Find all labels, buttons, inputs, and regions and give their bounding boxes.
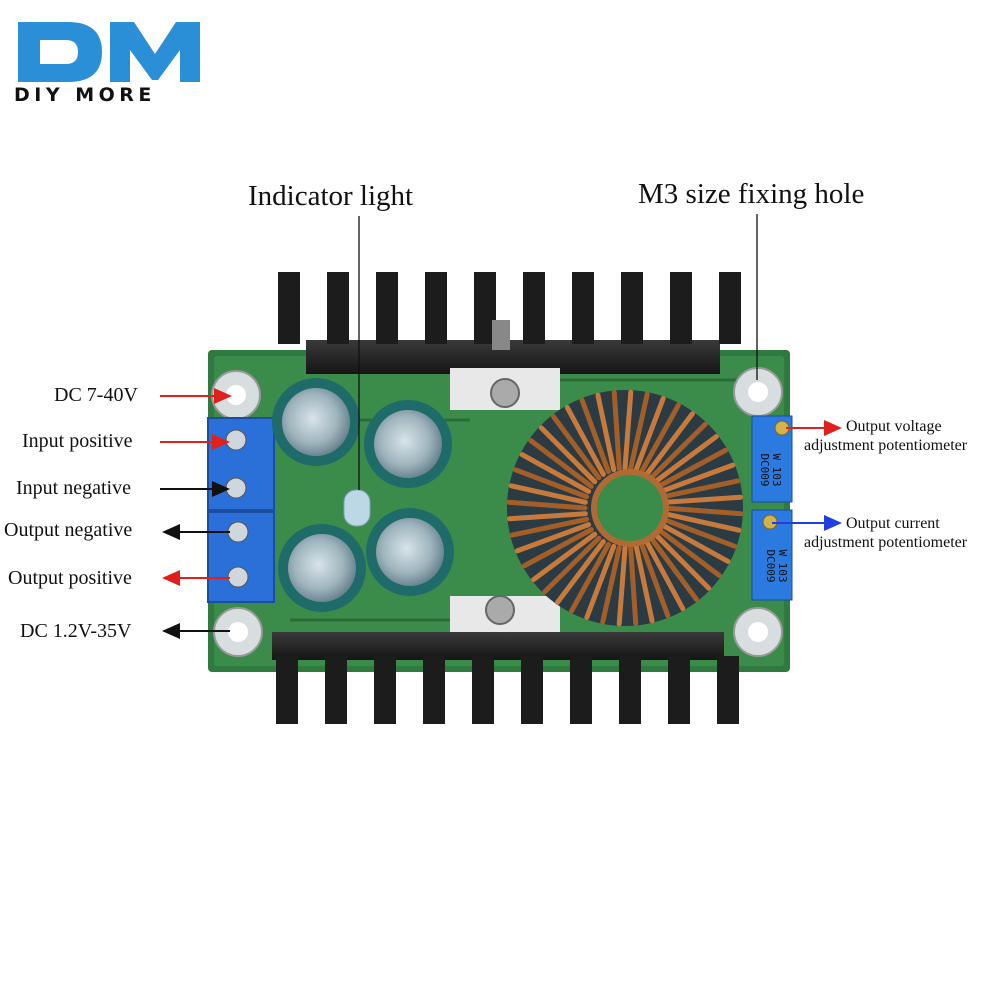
label-current-pot-line2: adjustment potentiometer <box>804 534 968 551</box>
heat-sink-fin <box>670 272 692 344</box>
coil-turn <box>584 543 617 621</box>
pot-marking-voltage-2: DC009 <box>758 453 771 486</box>
coil-turn <box>579 397 611 475</box>
coil-turn <box>633 395 666 473</box>
label-voltage-pot-line2: adjustment potentiometer <box>804 437 968 454</box>
leader-lines <box>160 214 842 639</box>
coil-turn <box>662 494 744 505</box>
pot-marking-current-2: DC009 <box>764 549 777 582</box>
potentiometer-current: W 103 DC009 <box>751 509 793 601</box>
brand-name: DIY MORE <box>14 84 156 106</box>
coil-turn <box>622 389 634 471</box>
coil-turn <box>506 511 588 522</box>
heat-sink-fin <box>472 656 494 724</box>
coil-turn <box>554 539 606 605</box>
label-dc-out: DC 1.2V-35V <box>20 620 132 642</box>
label-input-positive: Input positive <box>22 430 133 452</box>
heat-sink-fin <box>523 272 545 344</box>
coil-turn <box>538 425 598 485</box>
coil-turn <box>639 402 681 475</box>
coil-turn <box>658 462 736 494</box>
coil-turn <box>662 511 742 533</box>
coil-turn <box>652 434 719 485</box>
coil-turn <box>528 437 594 489</box>
heat-sink-fin <box>717 656 739 724</box>
label-dc-in: DC 7-40V <box>54 384 138 406</box>
potentiometer-voltage: W 103 DC009 <box>751 415 793 503</box>
heat-sink-fin <box>521 656 543 724</box>
coil-turn <box>662 505 744 517</box>
mounting-holes <box>211 367 783 657</box>
coil-turn <box>616 545 628 627</box>
heat-sink-fin <box>668 656 690 724</box>
coil-turn <box>658 522 731 564</box>
coil-turn <box>660 478 741 500</box>
coil-turn <box>531 531 598 582</box>
heat-sink-fin <box>327 272 349 344</box>
coil-turn <box>564 404 606 477</box>
coil-turn <box>595 392 617 473</box>
diymore-logo <box>18 22 200 82</box>
heat-sink-fin <box>325 656 347 724</box>
terminal-block-input <box>207 417 275 511</box>
capacitors <box>272 378 454 612</box>
callout-fixing-hole: M3 size fixing hole <box>638 178 865 210</box>
coil-turn <box>519 452 592 494</box>
coil-turn <box>509 516 590 538</box>
inductor-coil <box>506 389 744 627</box>
heat-sink-top <box>278 272 741 410</box>
terminal-block-output <box>207 511 275 603</box>
heat-sink-bottom <box>272 595 739 724</box>
coil-turn <box>569 541 611 614</box>
pot-marking-current-1: W 103 <box>776 549 789 582</box>
coil-turn <box>508 483 588 505</box>
indicator-led <box>343 489 371 527</box>
heat-sink-fin <box>570 656 592 724</box>
coil-turn <box>639 541 671 619</box>
coil-turn <box>644 539 686 612</box>
heat-sink-fin <box>278 272 300 344</box>
pot-marking-voltage-1: W 103 <box>770 453 783 486</box>
coil-turn <box>644 411 696 477</box>
coil-turn <box>628 545 639 627</box>
heat-sink-fin <box>474 272 496 344</box>
label-output-positive: Output positive <box>8 567 132 589</box>
heat-sink-fin <box>425 272 447 344</box>
coil-turn <box>648 535 699 602</box>
heat-sink-fin <box>376 272 398 344</box>
coil-turn <box>600 545 622 625</box>
label-output-negative: Output negative <box>4 519 133 541</box>
coil-turn <box>628 391 650 471</box>
coil-turn <box>542 535 602 595</box>
heat-sink-fin <box>572 272 594 344</box>
logo-letter-d <box>18 22 102 82</box>
heat-sink-fin <box>719 272 741 344</box>
label-current-pot-line1: Output current <box>846 515 940 532</box>
coil-turn <box>514 522 592 554</box>
coil-turn <box>656 527 722 579</box>
coil-turn <box>521 527 594 569</box>
coil-turn <box>648 421 708 481</box>
heat-sink-fin <box>423 656 445 724</box>
heat-sink-fin <box>374 656 396 724</box>
coil-turn <box>652 531 712 591</box>
coil-turn <box>512 467 590 500</box>
coil-turn <box>551 414 602 481</box>
heat-sink-fin <box>621 272 643 344</box>
logo-letter-m <box>110 22 200 82</box>
label-input-negative: Input negative <box>16 477 131 499</box>
coil-turn <box>506 499 588 511</box>
callout-indicator-light: Indicator light <box>248 180 414 212</box>
coil-turn <box>656 447 729 489</box>
heat-sink-fin <box>619 656 641 724</box>
coil-turn <box>611 389 622 471</box>
coil-turn <box>660 516 738 549</box>
coil-turn <box>633 543 655 624</box>
label-voltage-pot-line1: Output voltage <box>846 418 942 435</box>
heat-sink-fin <box>276 656 298 724</box>
